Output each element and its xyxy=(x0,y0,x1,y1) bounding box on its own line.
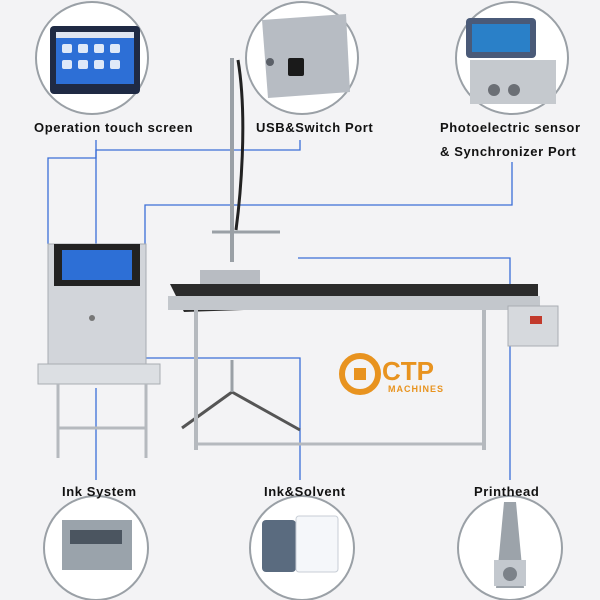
photoelectric-sensor-label: Photoelectric sensor xyxy=(440,120,581,135)
ink-system-closeup xyxy=(43,495,149,600)
conveyor xyxy=(168,284,559,450)
printer-cabinet xyxy=(47,243,147,365)
ctp-logo-mark: CTP xyxy=(339,353,434,395)
screen-closeup xyxy=(35,1,149,115)
logo-machines-text: MACHINES xyxy=(388,384,445,394)
ink-solvent-closeup xyxy=(249,495,355,600)
leader-lines xyxy=(47,140,513,480)
usb-switch-port-label: USB&Switch Port xyxy=(256,120,374,135)
printhead-closeup xyxy=(457,495,563,600)
synchronizer-port-label: & Synchronizer Port xyxy=(440,144,577,159)
ink-system-label: Ink System xyxy=(62,484,137,499)
printhead-label: Printhead xyxy=(474,484,540,499)
ink-solvent-label: Ink&Solvent xyxy=(264,484,346,499)
operation-touch-screen-label: Operation touch screen xyxy=(34,120,194,135)
cabinet-stand xyxy=(37,363,161,458)
printhead-bracket xyxy=(181,58,301,432)
logo-letters: CTP xyxy=(382,356,434,386)
screen-brand-text: Leadjet xyxy=(78,96,105,103)
sensor-port-closeup xyxy=(455,1,569,115)
usb-port-closeup xyxy=(245,1,359,115)
